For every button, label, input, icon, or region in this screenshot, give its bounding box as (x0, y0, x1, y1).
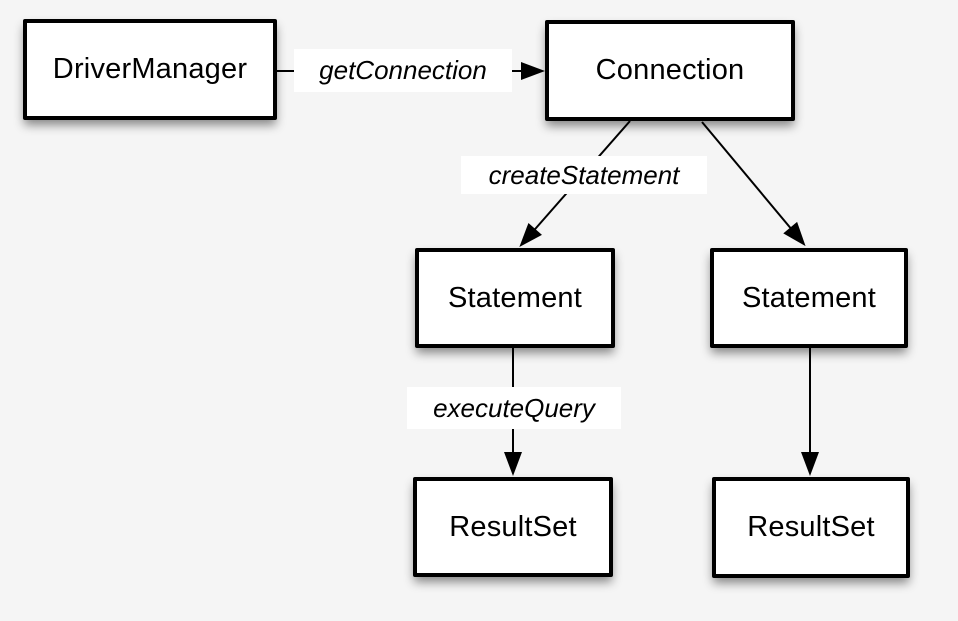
node-drivermanager: DriverManager (23, 19, 277, 120)
edge-label-executequery: executeQuery (407, 387, 621, 429)
edge-connection-to-statement-right (701, 121, 806, 247)
edge-label-createstatement-text: createStatement (488, 159, 680, 190)
node-resultset-right-label: ResultSet (747, 511, 875, 543)
node-statement-left-label: Statement (448, 281, 582, 314)
edge-label-getconnection-text: getConnection (319, 55, 487, 85)
edge-label-createstatement: createStatement (461, 156, 707, 194)
node-statement-left: Statement (415, 248, 615, 348)
edge-label-getconnection: getConnection (294, 49, 512, 92)
edge-label-executequery-text: executeQuery (433, 392, 595, 423)
node-resultset-left: ResultSet (413, 477, 613, 577)
node-drivermanager-label: DriverManager (52, 53, 248, 85)
node-resultset-left-label: ResultSet (449, 510, 577, 543)
node-resultset-right: ResultSet (712, 477, 910, 578)
node-connection-label: Connection (595, 54, 745, 86)
node-statement-right: Statement (710, 248, 908, 348)
node-statement-right-label: Statement (742, 281, 876, 314)
node-connection: Connection (545, 20, 795, 121)
